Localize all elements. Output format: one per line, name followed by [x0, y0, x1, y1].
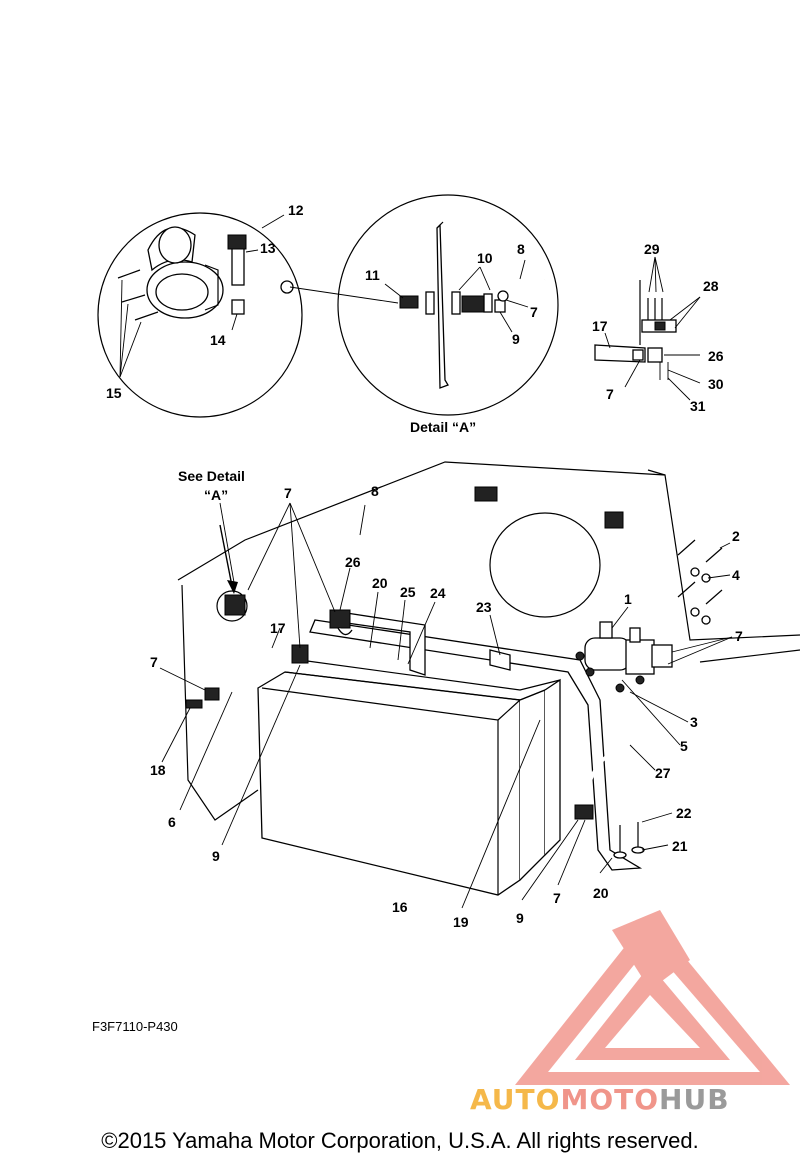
bilge-pump [575, 621, 673, 693]
callout-7-top: 7 [284, 485, 292, 501]
hull-panel [177, 461, 800, 821]
callout-18: 18 [150, 762, 166, 778]
callout-26-detail: 26 [708, 348, 724, 364]
detail-circle-filler [97, 212, 303, 418]
callout-7-valve: 7 [606, 386, 614, 402]
callout-24: 24 [430, 585, 446, 601]
callout-8-main: 8 [371, 483, 379, 499]
callout-30: 30 [708, 376, 724, 392]
see-detail-label: See Detail [178, 468, 245, 484]
watermark-hub: HUB [659, 1083, 730, 1116]
callout-27: 27 [655, 765, 671, 781]
watermark-moto: MOTO [560, 1083, 660, 1116]
leader-lines [159, 502, 733, 909]
callout-7-right: 7 [735, 628, 743, 644]
see-detail-ref: “A” [204, 487, 228, 503]
callout-2: 2 [732, 528, 740, 544]
callout-7-detail: 7 [530, 304, 538, 320]
callout-7-left: 7 [150, 654, 158, 670]
callout-25: 25 [400, 584, 416, 600]
callout-4: 4 [732, 567, 740, 583]
callout-19: 19 [453, 914, 469, 930]
bolts-2-4 [677, 539, 723, 625]
fuel-tank [257, 659, 561, 896]
callout-23: 23 [476, 599, 492, 615]
callout-26-main: 26 [345, 554, 361, 570]
bolts-21-22 [613, 822, 645, 859]
callout-28: 28 [703, 278, 719, 294]
detail-caption: Detail “A” [410, 419, 476, 435]
callout-5: 5 [680, 738, 688, 754]
hose-8 [237, 507, 646, 635]
callout-13: 13 [260, 240, 276, 256]
callout-20-bottom: 20 [593, 885, 609, 901]
callout-31: 31 [690, 398, 706, 414]
callout-20-top: 20 [372, 575, 388, 591]
callout-10: 10 [477, 250, 493, 266]
callout-22: 22 [676, 805, 692, 821]
figure-code: F3F7110-P430 [92, 1019, 178, 1034]
callout-7-bottom: 7 [553, 890, 561, 906]
callout-11: 11 [365, 267, 380, 283]
callout-29: 29 [644, 241, 660, 257]
callout-15: 15 [106, 385, 122, 401]
callout-17-detail: 17 [592, 318, 608, 334]
callout-21: 21 [672, 838, 688, 854]
callout-6: 6 [168, 814, 176, 830]
callout-1: 1 [624, 591, 632, 607]
callout-14: 14 [210, 332, 226, 348]
callout-8-detail: 8 [517, 241, 525, 257]
watermark-auto: AUTO [470, 1083, 561, 1116]
detail-a-circle [337, 194, 559, 416]
valve-assembly-detail [594, 280, 677, 380]
copyright-notice: ©2015 Yamaha Motor Corporation, U.S.A. A… [101, 1128, 699, 1153]
callout-9-right: 9 [516, 910, 524, 926]
callout-16: 16 [392, 899, 408, 915]
watermark-text: AUTOMOTOHUB [470, 1083, 730, 1116]
callout-9-left: 9 [212, 848, 220, 864]
callout-12: 12 [288, 202, 304, 218]
callout-17-main: 17 [270, 620, 286, 636]
watermark-logo [515, 910, 790, 1085]
callout-9-detail: 9 [512, 331, 520, 347]
callout-3: 3 [690, 714, 698, 730]
